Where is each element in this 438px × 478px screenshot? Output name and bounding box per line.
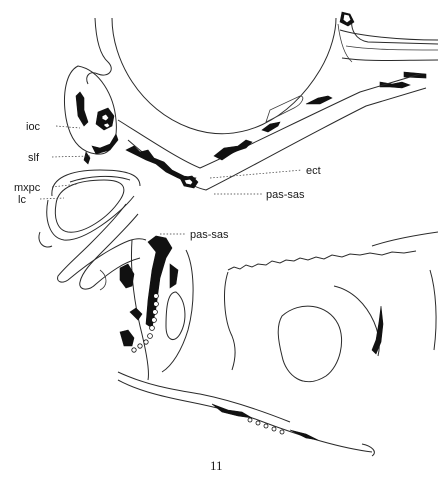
upper-right-tube xyxy=(340,12,438,88)
cranial-outline xyxy=(87,18,438,134)
mxpc-lc-region xyxy=(39,170,140,247)
figure-number: 11 xyxy=(210,458,223,473)
lower-pas-sas-region xyxy=(118,236,374,456)
label-slf: slf xyxy=(28,152,40,164)
ectethmoid-band xyxy=(118,74,426,190)
label-pas-sas-lower: pas-sas xyxy=(190,229,229,241)
label-ioc: ioc xyxy=(26,121,41,133)
lower-cell-chain xyxy=(248,418,284,434)
leader-lines xyxy=(40,126,302,234)
label-pas-sas-upper: pas-sas xyxy=(266,189,305,201)
right-shelf xyxy=(225,232,438,382)
ioc-structure xyxy=(65,66,119,164)
label-mxpc: mxpc xyxy=(14,182,41,194)
label-lc: lc xyxy=(18,194,26,206)
label-ect: ect xyxy=(306,165,321,177)
